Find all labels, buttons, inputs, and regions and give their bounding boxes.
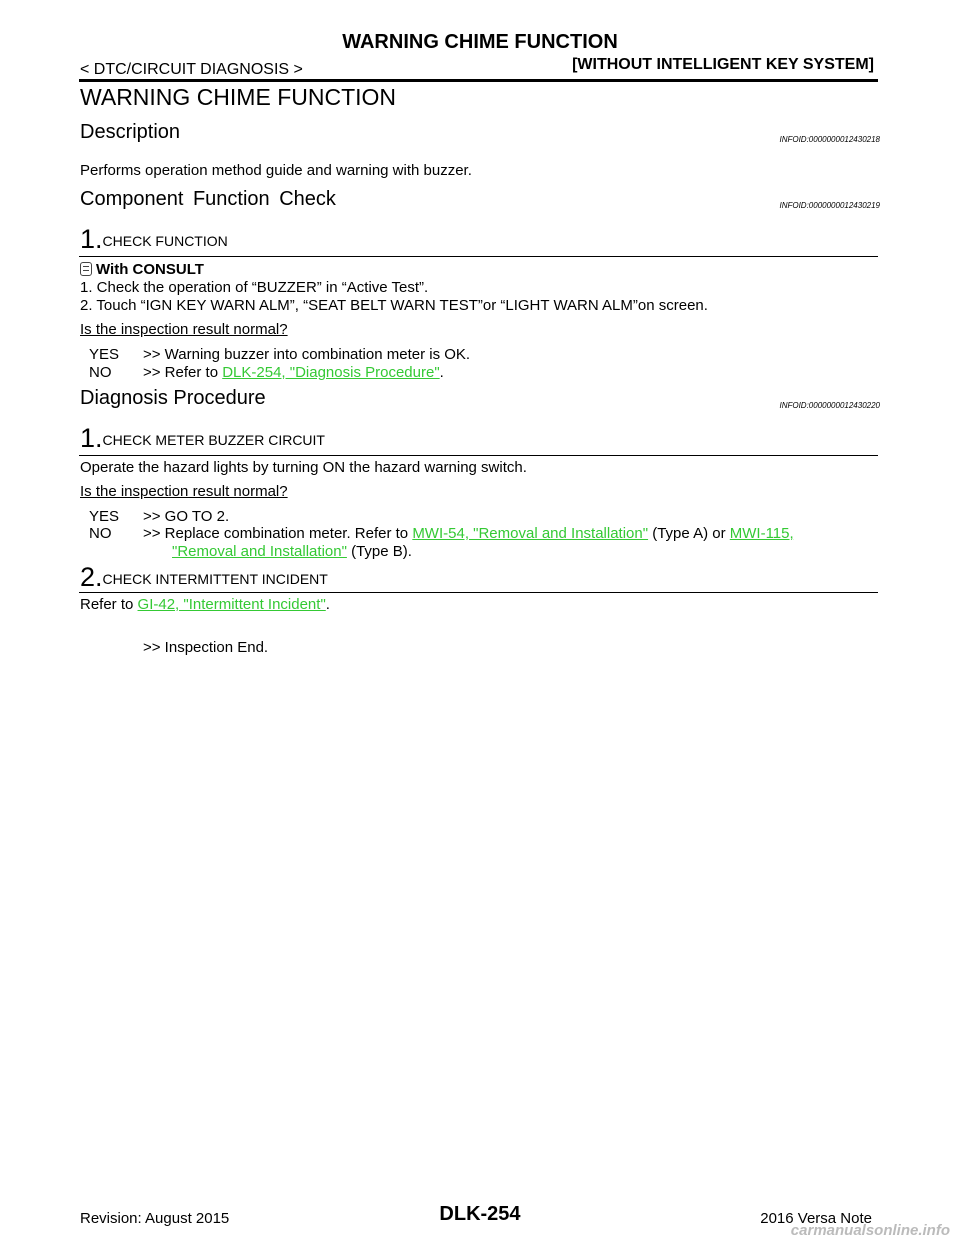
header-divider <box>79 79 878 82</box>
page-number: DLK-254 <box>439 1203 521 1225</box>
component-check-infoid: INFOID:0000000012430219 <box>779 201 880 210</box>
description-heading: Description <box>80 121 181 143</box>
page-header-title: WARNING CHIME FUNCTION <box>342 31 618 53</box>
answer-suffix: . <box>439 364 444 381</box>
answer-no-continued: "Removal and Installation" (Type B). <box>172 542 412 561</box>
answer-key: NO <box>89 525 112 542</box>
answer-text: >> GO TO 2. <box>143 508 230 525</box>
step-number: 1. <box>80 224 103 254</box>
step1-text: Operate the hazard lights by turning ON … <box>80 459 527 476</box>
step-divider <box>79 455 878 456</box>
step-title: CHECK INTERMITTENT INCIDENT <box>102 571 328 587</box>
step2-text: Refer to GI-42, "Intermittent Incident". <box>80 595 330 615</box>
answer-no: NO >> Refer to DLK-254, "Diagnosis Proced… <box>89 363 444 382</box>
answer-text: >> Refer to <box>143 364 223 381</box>
list-item: 2. Touch “IGN KEY WARN ALM”, “SEAT BELT … <box>80 297 708 314</box>
step-meter-buzzer: 1.CHECK METER BUZZER CIRCUIT <box>80 425 325 452</box>
diagnosis-heading: Diagnosis Procedure <box>80 387 266 409</box>
answer-no: NO >> Replace combination meter. Refer to… <box>89 524 794 543</box>
consult-label: With CONSULT <box>80 260 204 280</box>
system-label: [WITHOUT INTELLIGENT KEY SYSTEM] <box>572 56 874 73</box>
revision: Revision: August 2015 <box>80 1210 230 1227</box>
answer-yes: YES >> Warning buzzer into combination me… <box>89 345 470 364</box>
answer-key: NO <box>89 364 112 381</box>
inspection-question: Is the inspection result normal? <box>80 483 288 500</box>
answer-key: YES <box>89 346 120 363</box>
consult-icon <box>80 262 92 276</box>
diagnosis-infoid: INFOID:0000000012430220 <box>779 401 880 410</box>
page-title: WARNING CHIME FUNCTION <box>80 84 397 110</box>
inspection-question: Is the inspection result normal? <box>80 321 288 338</box>
link-mwi-54[interactable]: MWI-54, "Removal and Installation" <box>412 525 649 542</box>
list-item: 1. Check the operation of “BUZZER” in “A… <box>80 279 429 296</box>
answer-text: >> Replace combination meter. Refer to <box>143 525 413 542</box>
link-mwi-115-title[interactable]: "Removal and Installation" <box>172 543 347 560</box>
answer-suffix: (Type B). <box>346 543 412 560</box>
component-check-heading: Component Function Check <box>80 188 336 210</box>
answer-mid: (Type A) or <box>648 525 730 542</box>
step-title: CHECK METER BUZZER CIRCUIT <box>102 432 325 448</box>
link-mwi-115[interactable]: MWI-115, <box>729 525 794 542</box>
step2-prefix: Refer to <box>80 596 138 613</box>
inspection-end: >> Inspection End. <box>143 639 269 656</box>
step-divider <box>79 592 878 593</box>
answer-text: >> Warning buzzer into combination meter… <box>143 346 471 363</box>
answer-key: YES <box>89 508 120 525</box>
step-divider <box>79 256 878 257</box>
watermark: carmanualsonline.info <box>790 1222 950 1239</box>
step-title: CHECK FUNCTION <box>102 233 228 249</box>
model: 2016 Versa Note <box>760 1210 872 1227</box>
step-intermittent: 2.CHECK INTERMITTENT INCIDENT <box>80 564 328 591</box>
step2-suffix: . <box>325 596 330 613</box>
description-infoid: INFOID:0000000012430218 <box>779 135 880 144</box>
consult-label-text: With CONSULT <box>96 261 204 278</box>
step-check-function: 1.CHECK FUNCTION <box>80 226 228 253</box>
step-number: 1. <box>80 423 103 453</box>
step-number: 2. <box>80 562 103 592</box>
link-gi-42[interactable]: GI-42, "Intermittent Incident" <box>137 596 326 613</box>
answer-yes: YES >> GO TO 2. <box>89 507 229 526</box>
breadcrumb: < DTC/CIRCUIT DIAGNOSIS > <box>80 61 303 78</box>
description-text: Performs operation method guide and warn… <box>80 162 472 179</box>
link-dlk-254[interactable]: DLK-254, "Diagnosis Procedure" <box>222 364 440 381</box>
